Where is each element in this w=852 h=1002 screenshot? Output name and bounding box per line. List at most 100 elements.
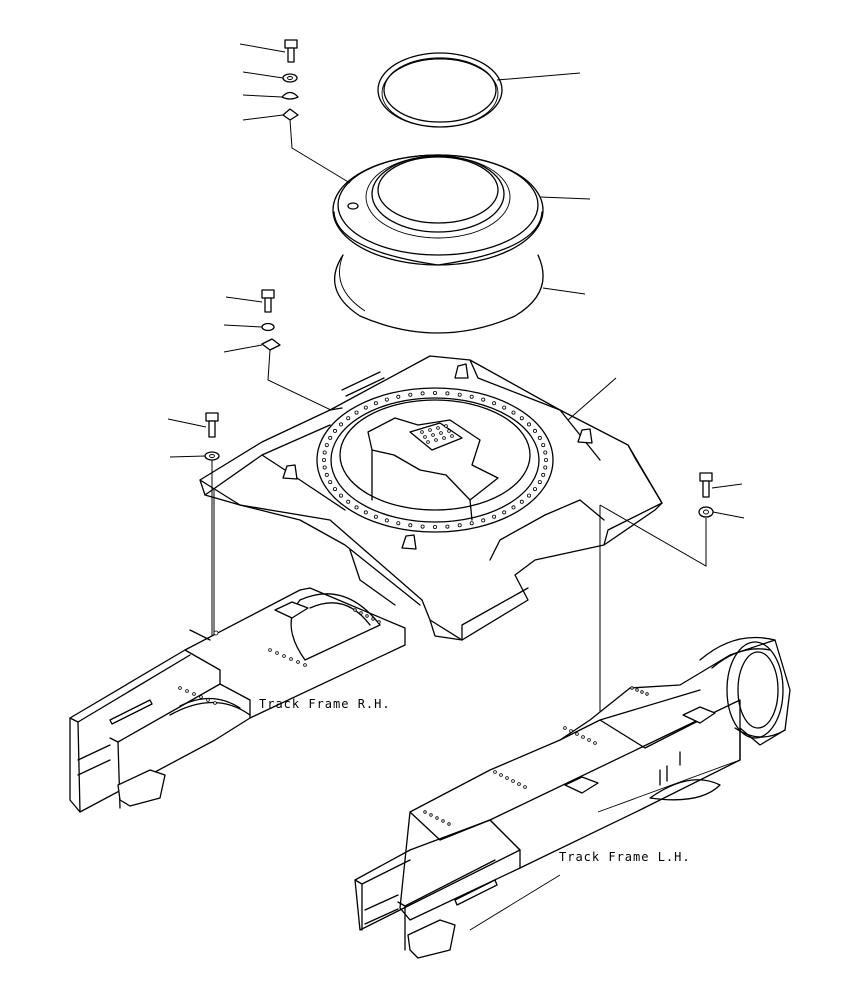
right-bolt xyxy=(699,472,743,498)
bolt-hole xyxy=(296,660,300,664)
bolt-hole xyxy=(447,429,451,433)
bolt-hole xyxy=(469,394,474,399)
bolt-hole xyxy=(481,518,486,523)
bolt-hole xyxy=(384,397,389,402)
bolt-hole xyxy=(569,729,573,733)
bolt-hole xyxy=(420,430,424,434)
bolt-hole xyxy=(354,410,359,415)
bolt-hole xyxy=(408,392,413,397)
bolt-hole xyxy=(441,819,445,823)
bolt-hole xyxy=(541,443,546,448)
bolt-hole xyxy=(377,620,381,624)
right-washer xyxy=(698,506,745,519)
bolt-hole xyxy=(447,822,451,826)
bolt-hole xyxy=(541,472,546,477)
bolt-hole xyxy=(185,689,189,693)
bolt-hole xyxy=(635,688,639,692)
top-clip xyxy=(242,108,351,184)
bolt-hole xyxy=(435,816,439,820)
bolt-hole xyxy=(373,514,378,519)
bolt-hole xyxy=(324,472,329,477)
dust-seal xyxy=(334,254,586,334)
bolt-hole xyxy=(511,779,515,783)
bolt-hole xyxy=(457,523,462,528)
bolt-hole xyxy=(469,521,474,526)
bolt-hole xyxy=(206,698,210,702)
bolt-hole xyxy=(645,692,649,696)
bolt-hole xyxy=(492,401,497,406)
center-plate-holes xyxy=(420,424,454,444)
bolt-hole xyxy=(213,701,217,705)
track-frame-rh-label: Track Frame R.H. xyxy=(259,697,391,711)
bolt-hole xyxy=(359,611,363,615)
bolt-hole xyxy=(429,813,433,817)
bolt-hole xyxy=(322,450,327,455)
bolt-hole xyxy=(537,480,542,485)
bolt-hole xyxy=(543,465,548,470)
bolt-hole xyxy=(384,518,389,523)
bolt-hole xyxy=(324,443,329,448)
bolt-hole xyxy=(363,510,368,515)
lh-edge xyxy=(597,759,741,813)
bolt-hole xyxy=(502,405,507,410)
swing-circle xyxy=(332,154,591,266)
bolt-hole xyxy=(432,525,437,530)
mid-washer xyxy=(223,322,275,332)
bolt-hole xyxy=(282,654,286,658)
bolt-hole xyxy=(593,741,597,745)
bolt-hole xyxy=(537,435,542,440)
bolt-hole xyxy=(630,686,634,690)
bolt-hole xyxy=(199,695,203,699)
bolt-hole xyxy=(444,424,448,428)
seal-ring xyxy=(377,52,581,128)
bolt-hole xyxy=(338,422,343,427)
top-bolt xyxy=(239,39,298,63)
bolt-hole xyxy=(493,770,497,774)
bolt-hole xyxy=(423,435,427,439)
rh-bolt-holes xyxy=(178,608,381,705)
bolt-hole xyxy=(346,416,351,421)
bolt-hole xyxy=(353,608,357,612)
bolt-hole xyxy=(533,428,538,433)
bolt-hole xyxy=(527,493,532,498)
bolt-hole xyxy=(396,521,401,526)
bolt-hole xyxy=(432,390,437,395)
bolt-hole xyxy=(371,617,375,621)
bolt-hole xyxy=(338,493,343,498)
track-frame-lh-label: Track Frame L.H. xyxy=(559,850,691,864)
bolt-hole xyxy=(328,480,333,485)
bolt-hole xyxy=(502,510,507,515)
bolt-hole xyxy=(431,433,435,437)
track-frame-lh xyxy=(354,636,791,959)
bolt-hole xyxy=(519,416,524,421)
left-bolt xyxy=(167,412,219,438)
bolt-hole xyxy=(396,394,401,399)
bolt-hole xyxy=(363,405,368,410)
bolt-hole xyxy=(426,440,430,444)
mid-bolt xyxy=(225,289,275,313)
bolt-hole xyxy=(178,686,182,690)
lh-lower-edge xyxy=(469,874,561,931)
bolt-hole xyxy=(499,773,503,777)
bolt-hole xyxy=(436,426,440,430)
bolt-hole xyxy=(527,422,532,427)
center-frame xyxy=(199,355,663,641)
bolt-hole xyxy=(523,785,527,789)
bolt-hole xyxy=(365,614,369,618)
bolt-hole xyxy=(423,810,427,814)
bolt-hole xyxy=(408,523,413,528)
bolt-hole xyxy=(275,651,279,655)
bolt-hole xyxy=(332,487,337,492)
bolt-hole xyxy=(563,726,567,730)
bolt-hole xyxy=(192,692,196,696)
bolt-hole xyxy=(575,732,579,736)
left-washer xyxy=(169,451,220,461)
bolt-hole xyxy=(420,391,425,396)
bolt-hole xyxy=(354,505,359,510)
track-frame-rh xyxy=(69,587,406,813)
bolt-hole xyxy=(543,450,548,455)
bolt-hole xyxy=(519,499,524,504)
bolt-hole xyxy=(332,428,337,433)
